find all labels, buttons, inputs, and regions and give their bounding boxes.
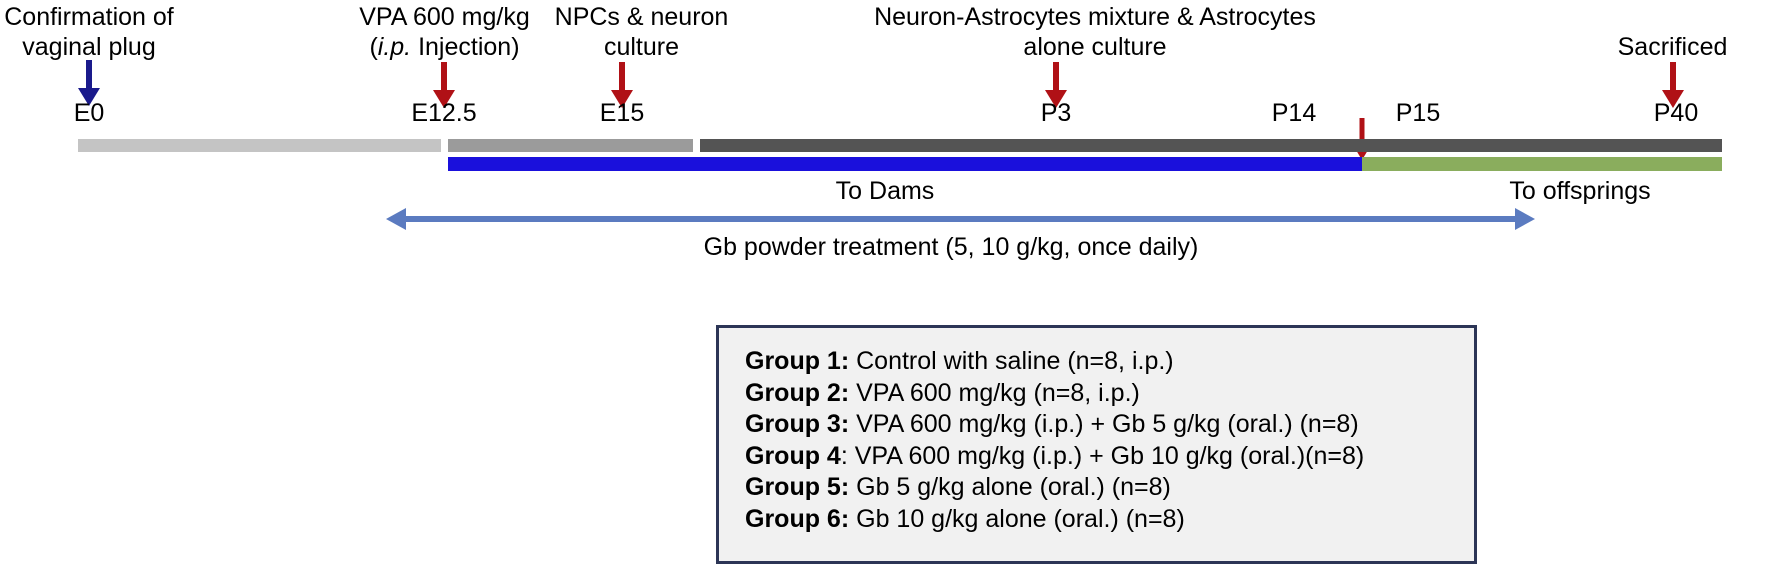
arrow-shaft <box>441 62 447 93</box>
tick-label-p15: P15 <box>1395 99 1441 127</box>
tick-label-e0: E0 <box>73 99 105 127</box>
legend-row-group-6: Group 6: Gb 10 g/kg alone (oral.) (n=8) <box>745 504 1448 536</box>
gb-treatment-caption: Gb powder treatment (5, 10 g/kg, once da… <box>703 233 1199 261</box>
arrow-head <box>78 88 100 106</box>
gb-arrow-head-right <box>1515 208 1535 230</box>
timeline-bar-gestation-postnatal <box>700 139 1722 152</box>
gb-arrow-head-left <box>386 208 406 230</box>
tick-label-p40: P40 <box>1653 99 1699 127</box>
phase-label-to-offsprings: To offsprings <box>1509 177 1651 205</box>
event-label-line2: (i.p. Injection) <box>369 33 520 61</box>
timeline-bar-preconception <box>78 139 441 152</box>
gb-arrow-line <box>405 216 1515 222</box>
timeline-bar-to-offsprings <box>1362 157 1722 171</box>
legend-group-name: Group 1: <box>745 347 850 375</box>
event-arrow-e15 <box>609 62 635 108</box>
legend-group-text: : VPA 600 mg/kg (i.p.) + Gb 10 g/kg (ora… <box>840 441 1365 470</box>
legend-group-name: Group 4 <box>745 441 841 470</box>
legend-group-text: Control with saline (n=8, i.p.) <box>849 347 1174 375</box>
event-label-line1: Confirmation of <box>4 3 174 31</box>
arrow-shaft <box>1670 62 1676 93</box>
legend-row-group-1: Group 1: Control with saline (n=8, i.p.) <box>745 346 1448 378</box>
event-arrow-p3 <box>1043 62 1069 108</box>
arrow-shaft <box>86 60 92 91</box>
event-label-line2: alone culture <box>1023 33 1167 61</box>
arrow-shaft <box>619 62 625 93</box>
event-label-confirmation-vaginal-plug: Confirmation of vaginal plug <box>0 2 178 62</box>
group-legend-box: Group 1: Control with saline (n=8, i.p.)… <box>716 325 1477 564</box>
arrow-head <box>433 90 455 108</box>
timeline-bar-gestation-early <box>448 139 693 152</box>
arrow-shaft <box>1053 62 1059 93</box>
legend-row-group-5: Group 5: Gb 5 g/kg alone (oral.) (n=8) <box>745 472 1448 504</box>
legend-group-name: Group 2: <box>745 378 850 407</box>
tick-label-e12-5: E12.5 <box>411 99 477 127</box>
legend-row-group-4: Group 4: VPA 600 mg/kg (i.p.) + Gb 10 g/… <box>745 441 1448 473</box>
event-label-line2: vaginal plug <box>22 33 156 61</box>
arrow-head <box>1662 90 1684 108</box>
event-label-vpa-injection: VPA 600 mg/kg (i.p. Injection) <box>297 2 592 62</box>
legend-group-text: Gb 10 g/kg alone (oral.) (n=8) <box>849 504 1185 533</box>
arrow-shaft <box>1359 118 1365 148</box>
event-label-sacrificed: Sacrificed <box>1575 32 1770 62</box>
event-label-line1: Sacrificed <box>1617 33 1728 61</box>
italic-ip: i.p. <box>377 33 412 61</box>
event-label-npcs-neuron-culture: NPCs & neuron culture <box>519 2 764 62</box>
event-label-line1: VPA 600 mg/kg <box>359 3 530 31</box>
event-arrow-e0 <box>76 60 102 106</box>
tick-label-e15: E15 <box>599 99 645 127</box>
legend-group-text: VPA 600 mg/kg (i.p.) + Gb 5 g/kg (oral.)… <box>849 410 1359 438</box>
tick-label-p3: P3 <box>1040 99 1072 127</box>
legend-group-text: Gb 5 g/kg alone (oral.) (n=8) <box>849 473 1171 501</box>
event-label-line1: NPCs & neuron <box>554 3 729 31</box>
arrow-head <box>611 90 633 108</box>
legend-group-name: Group 6: <box>745 504 850 533</box>
event-label-neuron-astrocytes-culture: Neuron-Astrocytes mixture & Astrocytes a… <box>855 2 1335 62</box>
event-arrow-p40 <box>1660 62 1686 108</box>
legend-group-name: Group 5: <box>745 473 850 501</box>
event-label-line1: Neuron-Astrocytes mixture & Astrocytes <box>874 3 1316 31</box>
tick-label-p14: P14 <box>1271 99 1317 127</box>
phase-label-to-dams: To Dams <box>835 177 935 205</box>
legend-group-text: VPA 600 mg/kg (n=8, i.p.) <box>849 378 1140 407</box>
legend-row-group-3: Group 3: VPA 600 mg/kg (i.p.) + Gb 5 g/k… <box>745 409 1448 441</box>
event-label-line2: culture <box>603 33 680 61</box>
event-arrow-e12-5 <box>431 62 457 108</box>
legend-group-name: Group 3: <box>745 410 850 438</box>
arrow-head <box>1045 90 1067 108</box>
legend-row-group-2: Group 2: VPA 600 mg/kg (n=8, i.p.) <box>745 378 1448 410</box>
timeline-bar-to-dams <box>448 157 1362 171</box>
